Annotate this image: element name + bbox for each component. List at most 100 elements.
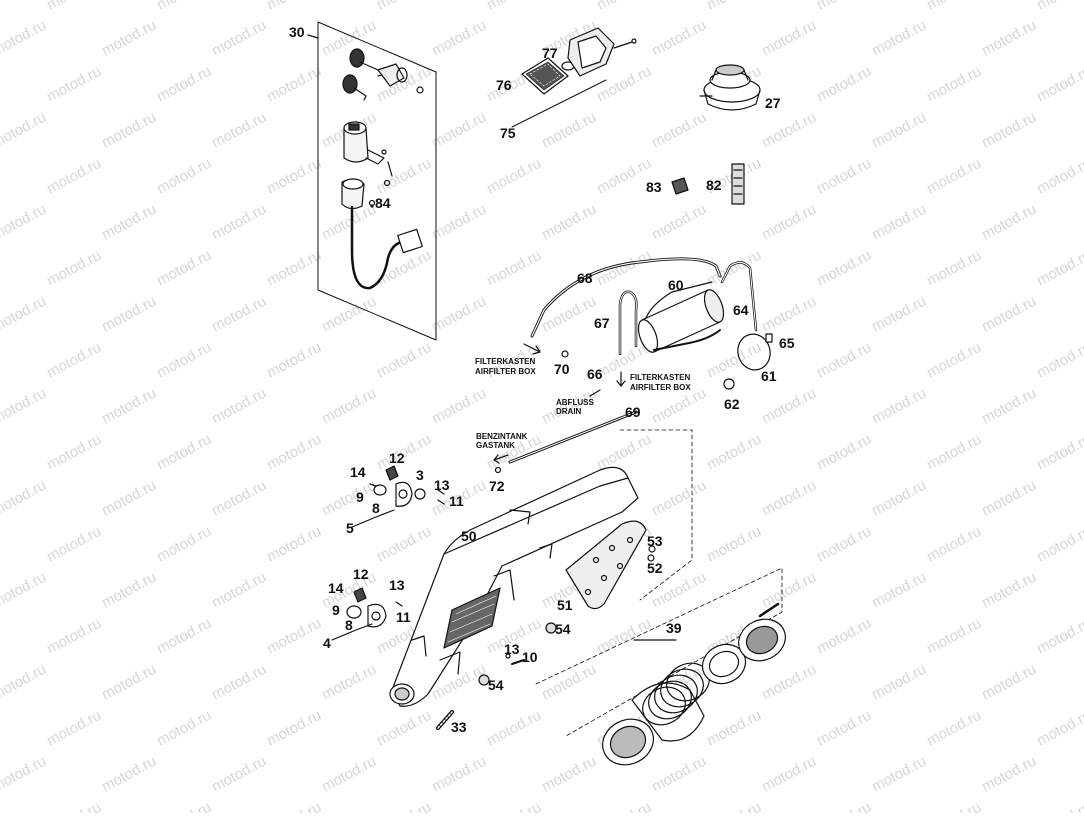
watermark-text: motod.ru [1034, 155, 1084, 198]
part-label-82: 82 [706, 177, 722, 193]
watermark-text: motod.ru [484, 247, 544, 290]
watermark-text: motod.ru [429, 17, 489, 60]
watermark-text: motod.ru [264, 0, 324, 14]
watermark-text: motod.ru [814, 431, 874, 474]
watermark-text: motod.ru [209, 293, 269, 336]
watermark-text: motod.ru [0, 569, 49, 612]
watermark-text: motod.ru [99, 293, 159, 336]
part-label-51: 51 [557, 597, 573, 613]
note-benzintank-2: GASTANK [476, 441, 515, 450]
watermark-text: motod.ru [759, 17, 819, 60]
note-abfluss-1: ABFLUSS [556, 398, 594, 407]
watermark-text: motod.ru [594, 0, 654, 14]
watermark-text: motod.ru [429, 201, 489, 244]
watermark-text: motod.ru [759, 569, 819, 612]
watermark-text: motod.ru [814, 799, 874, 813]
part-label-65: 65 [779, 335, 795, 351]
watermark-text: motod.ru [319, 753, 379, 796]
mounting-clamp-lower [331, 587, 403, 641]
watermark-text: motod.ru [319, 477, 379, 520]
part-label-76: 76 [496, 77, 512, 93]
watermark-text: motod.ru [759, 477, 819, 520]
watermark-text: motod.ru [704, 523, 764, 566]
watermark-text: motod.ru [264, 707, 324, 750]
watermark-text: motod.ru [704, 707, 764, 750]
part-label-69: 69 [625, 404, 641, 420]
watermark-text: motod.ru [1034, 339, 1084, 382]
watermark-text: motod.ru [374, 247, 434, 290]
watermark-text: motod.ru [979, 477, 1039, 520]
watermark-text: motod.ru [154, 63, 214, 106]
watermark-text: motod.ru [539, 109, 599, 152]
watermark-text: motod.ru [264, 799, 324, 813]
watermark-text: motod.ru [1034, 63, 1084, 106]
part-label-30: 30 [289, 24, 305, 40]
reference-numbers: 30 77 76 75 27 83 82 84 68 60 64 67 65 7… [289, 24, 795, 735]
part-label-70: 70 [554, 361, 570, 377]
watermark-text: motod.ru [0, 477, 49, 520]
note-filterkasten-left-1: FILTERKASTEN [475, 357, 536, 366]
watermark-text: motod.ru [209, 569, 269, 612]
watermark-text: motod.ru [99, 753, 159, 796]
watermark-text: motod.ru [319, 385, 379, 428]
watermark-text: motod.ru [924, 339, 984, 382]
watermark-text: motod.ru [594, 63, 654, 106]
watermark-text: motod.ru [814, 707, 874, 750]
watermark-text: motod.ru [264, 431, 324, 474]
watermark-text: motod.ru [594, 615, 654, 658]
watermark-text: motod.ru [924, 799, 984, 813]
note-filterkasten-right-1: FILTERKASTEN [630, 373, 691, 382]
watermark-text: motod.ru [209, 109, 269, 152]
watermark-text: motod.ru [154, 155, 214, 198]
part-label-33: 33 [451, 719, 467, 735]
part-label-10: 10 [522, 649, 538, 665]
watermark-text: motod.ru [209, 201, 269, 244]
watermark-text: motod.ru [264, 155, 324, 198]
watermark-text: motod.ru [44, 707, 104, 750]
part-label-67: 67 [594, 315, 610, 331]
watermark-text: motod.ru [814, 0, 874, 14]
watermark-text: motod.ru [924, 247, 984, 290]
watermark-text: motod.ru [814, 523, 874, 566]
watermark-text: motod.ru [979, 753, 1039, 796]
watermark-text: motod.ru [869, 477, 929, 520]
part-label-8-upper: 8 [372, 500, 380, 516]
part-label-50: 50 [461, 528, 477, 544]
watermark-text: motod.ru [979, 293, 1039, 336]
watermark-text: motod.ru [0, 293, 49, 336]
part-label-53: 53 [647, 533, 663, 549]
watermark-text: motod.ru [264, 247, 324, 290]
part-label-3: 3 [416, 467, 424, 483]
watermark-text: motod.ru [264, 63, 324, 106]
part-label-61: 61 [761, 368, 777, 384]
watermark-text: motod.ru [814, 615, 874, 658]
part-label-64: 64 [733, 302, 749, 318]
watermark-text: motod.ru [99, 109, 159, 152]
watermark-text: motod.ru [154, 0, 214, 14]
watermark-text: motod.ru [1034, 431, 1084, 474]
watermark-text: motod.ru [154, 339, 214, 382]
watermark-text: motod.ru [429, 293, 489, 336]
watermark-text: motod.ru [99, 201, 159, 244]
note-filterkasten-left-2: AIRFILTER BOX [475, 367, 536, 376]
part-label-62: 62 [724, 396, 740, 412]
watermark-text: motod.ru [154, 523, 214, 566]
watermark-text: motod.ru [0, 17, 49, 60]
watermark-text: motod.ru [979, 17, 1039, 60]
watermark-text: motod.ru [429, 753, 489, 796]
watermark-text: motod.ru [209, 477, 269, 520]
watermark-text: motod.ru [44, 615, 104, 658]
watermark-text: motod.ru [759, 753, 819, 796]
watermark-text: motod.ru [44, 247, 104, 290]
watermark-text: motod.ru [209, 753, 269, 796]
watermark-text: motod.ru [704, 799, 764, 813]
watermark-text: motod.ru [484, 155, 544, 198]
watermark-text: motod.ru [924, 523, 984, 566]
watermark-text: motod.ru [99, 569, 159, 612]
watermark-text: motod.ru [539, 661, 599, 704]
watermark-text: motod.ru [649, 201, 709, 244]
watermark-text: motod.ru [539, 293, 599, 336]
watermark-text: motod.ru [869, 753, 929, 796]
watermark-text: motod.ru [319, 661, 379, 704]
watermark-text: motod.ru [0, 661, 49, 704]
